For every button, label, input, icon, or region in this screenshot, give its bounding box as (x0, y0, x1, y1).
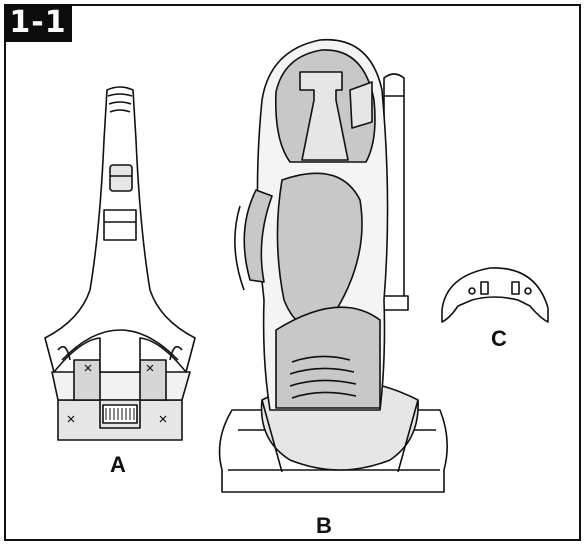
hand-tool-icon (44, 86, 196, 441)
step-badge: 1-1 (4, 4, 72, 42)
upright-vacuum-icon (218, 38, 448, 493)
part-label-b: B (316, 513, 332, 538)
part-label-a: A (110, 452, 126, 477)
part-label-c: C (491, 326, 507, 351)
bracket-clip-icon (441, 267, 549, 323)
